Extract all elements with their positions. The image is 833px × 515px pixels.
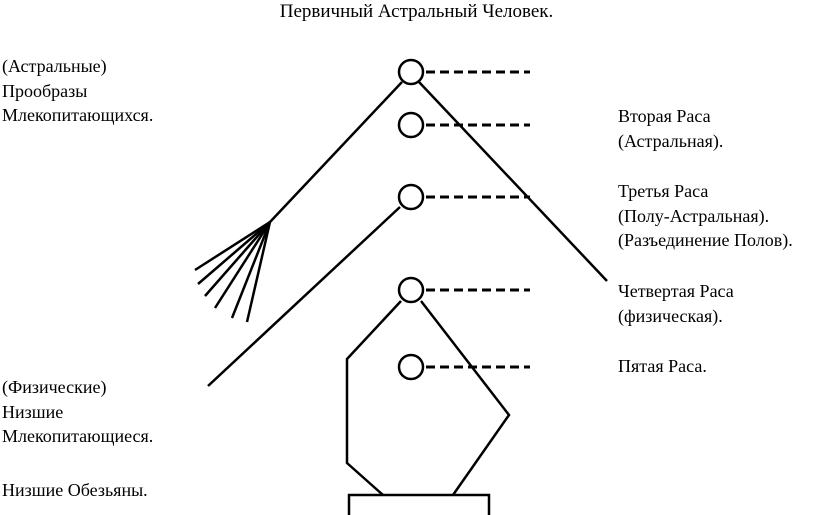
pedestal bbox=[347, 493, 491, 515]
label-line: Низшие bbox=[2, 401, 64, 422]
astral-branch-line bbox=[269, 81, 403, 223]
node-second-race bbox=[397, 111, 425, 139]
label-third-race: Третья Раса (Полу-Астральная). (Разъедин… bbox=[618, 179, 793, 253]
label-line: Вторая Раса bbox=[618, 106, 711, 126]
label-line: Млекопитающиеся. bbox=[2, 426, 154, 446]
astral-fan bbox=[194, 220, 272, 323]
label-lower-apes: Низшие Обезьяны. bbox=[2, 478, 148, 503]
label-line: Низшие Обезьяны. bbox=[2, 480, 148, 500]
fan-line bbox=[230, 221, 272, 319]
label-fifth-race: Пятая Раса. bbox=[618, 354, 707, 379]
label-astral-prototypes: (Астральные) Прообразы Млекопитающихся. bbox=[2, 54, 153, 128]
diagram-title: Первичный Астральный Человек. bbox=[279, 1, 554, 22]
node-third-race bbox=[397, 183, 425, 211]
label-line: Третья Раса bbox=[618, 181, 709, 201]
label-fourth-race: Четвертая Раса (физическая). bbox=[618, 279, 734, 328]
label-line: Прообразы bbox=[2, 80, 88, 101]
main-diagonal-line bbox=[418, 81, 608, 282]
label-line: Пятая Раса. bbox=[618, 356, 707, 376]
label-line: Четвертая Раса bbox=[618, 281, 734, 301]
physical-branch-line bbox=[207, 206, 401, 387]
fan-line bbox=[197, 221, 271, 285]
label-line: (Физические) bbox=[2, 377, 107, 397]
fan-line bbox=[213, 221, 272, 309]
label-line: (Астральная). bbox=[618, 130, 724, 151]
body-outline bbox=[345, 300, 402, 496]
label-line: (Астральные) bbox=[2, 56, 107, 76]
label-line: (физическая). bbox=[618, 305, 723, 326]
fan-line bbox=[194, 220, 271, 272]
node-first-race bbox=[397, 58, 425, 86]
label-line: Млекопитающихся. bbox=[2, 105, 154, 125]
node-fifth-race bbox=[397, 353, 425, 381]
fan-line bbox=[245, 221, 272, 323]
label-physical-mammals: (Физические) Низшие Млекопитающиеся. bbox=[2, 375, 153, 449]
label-second-race: Вторая Раса (Астральная). bbox=[618, 104, 723, 153]
node-fourth-race bbox=[397, 276, 425, 304]
label-line: (Разъединение Полов). bbox=[618, 230, 793, 250]
label-line: (Полу-Астральная). bbox=[618, 205, 770, 226]
body-outline-right bbox=[420, 300, 511, 496]
fan-line bbox=[204, 221, 271, 297]
